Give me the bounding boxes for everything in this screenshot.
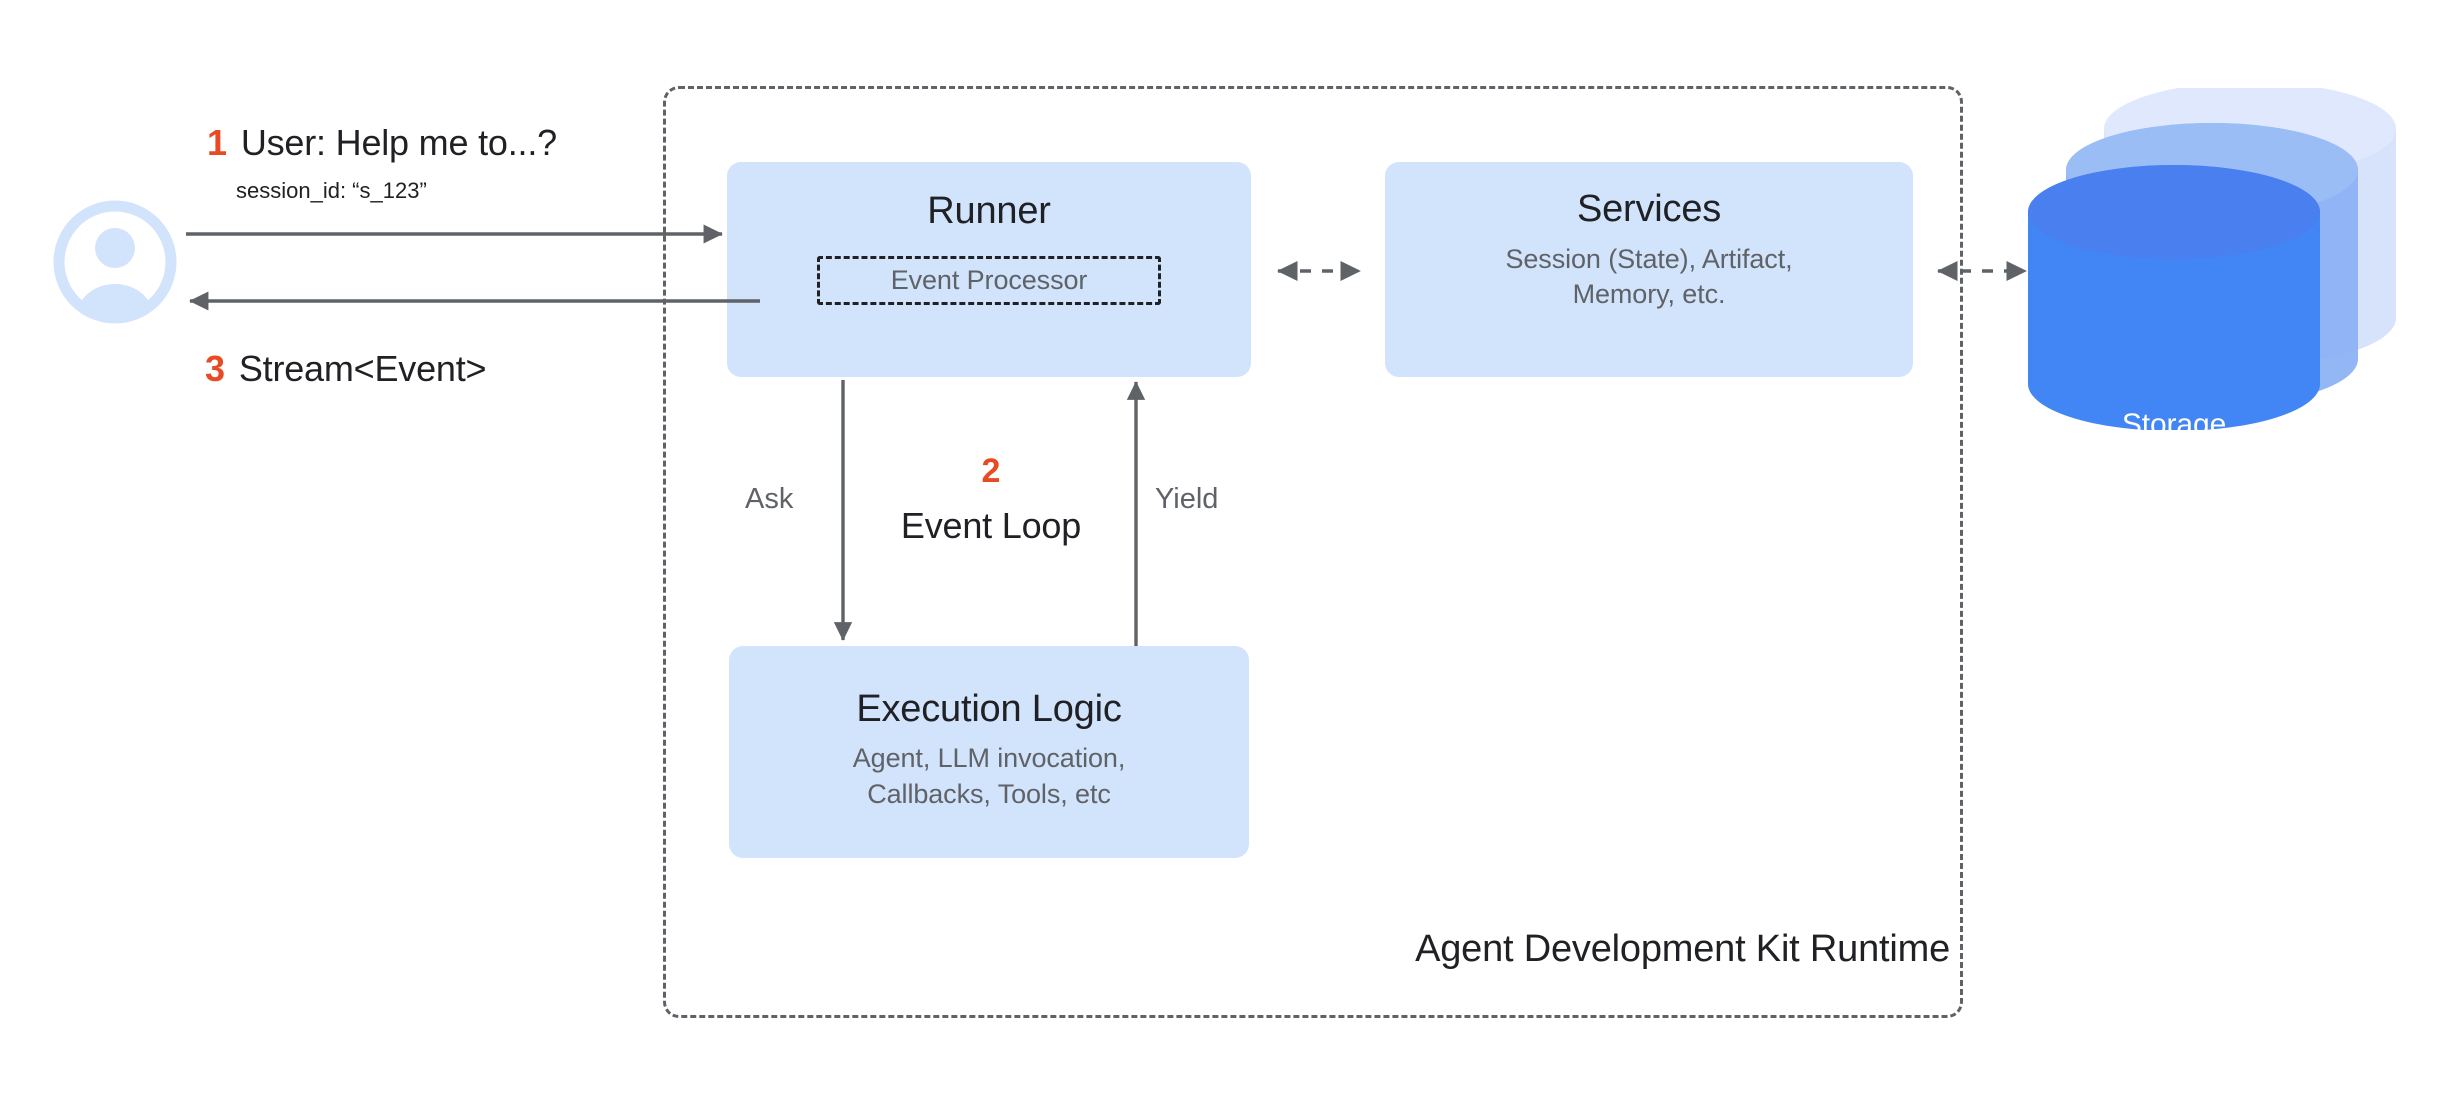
step-1-text: User: Help me to...? xyxy=(240,122,557,163)
runner-node[interactable]: Runner Event Processor xyxy=(727,162,1251,377)
user-avatar-icon xyxy=(53,200,177,324)
storage-label: Storage xyxy=(2121,408,2227,441)
storage-node[interactable]: Storage xyxy=(2028,82,2432,441)
ask-edge-label: Ask xyxy=(745,483,794,515)
runtime-title: Agent Development Kit Runtime xyxy=(1415,928,1950,970)
step-3-text: Stream<Event> xyxy=(238,348,487,389)
event-processor-label: Event Processor xyxy=(890,264,1088,295)
step-1-message: 1 User: Help me to...? xyxy=(207,122,557,164)
step-3-number: 3 xyxy=(205,348,225,389)
runner-title: Runner xyxy=(927,190,1051,232)
event-loop-label: Event Loop xyxy=(900,505,1082,546)
step-3-message: 3 Stream<Event> xyxy=(205,348,487,390)
adk-runtime-boundary xyxy=(663,86,1963,1018)
services-subtitle: Session (State), Artifact,Memory, etc. xyxy=(1505,243,1793,310)
step-1-number: 1 xyxy=(207,122,227,163)
yield-edge-label: Yield xyxy=(1155,483,1219,515)
execution-logic-subtitle: Agent, LLM invocation,Callbacks, Tools, … xyxy=(852,743,1126,809)
execution-logic-node[interactable]: Execution Logic Agent, LLM invocation,Ca… xyxy=(729,646,1249,858)
services-title: Services xyxy=(1576,188,1722,230)
step-1-session-id: session_id: “s_123” xyxy=(236,178,427,203)
event-processor-node[interactable]: Event Processor xyxy=(817,255,1161,305)
services-node[interactable]: Services Session (State), Artifact,Memor… xyxy=(1385,162,1913,377)
step-2-number: 2 xyxy=(981,452,1001,490)
storage-cylinder-front xyxy=(2028,165,2320,431)
execution-logic-title: Execution Logic xyxy=(856,687,1122,730)
